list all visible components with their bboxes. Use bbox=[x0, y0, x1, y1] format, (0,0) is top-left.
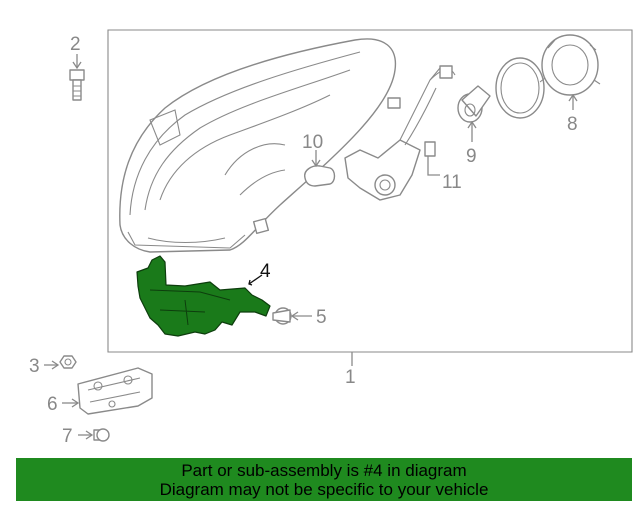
callout-8: 8 bbox=[567, 114, 578, 135]
bracket-part-4 bbox=[136, 255, 271, 337]
banner-line-2: Diagram may not be specific to your vehi… bbox=[159, 479, 489, 499]
banner-line-1: Part or sub-assembly is #4 in diagram bbox=[181, 460, 467, 480]
bolt-part-7 bbox=[78, 428, 110, 442]
cap-part-8 bbox=[539, 34, 601, 110]
callout-6: 6 bbox=[47, 394, 58, 415]
callout-4: 4 bbox=[260, 261, 271, 282]
callout-1: 1 bbox=[345, 367, 356, 388]
callout-7: 7 bbox=[62, 426, 73, 447]
info-banner: Part or sub-assembly is #4 in diagram Di… bbox=[16, 458, 632, 501]
screw-part-5 bbox=[272, 307, 312, 325]
callout-3: 3 bbox=[29, 356, 40, 377]
callout-2: 2 bbox=[70, 34, 81, 55]
bulb-part-10 bbox=[304, 150, 336, 187]
seal-ring bbox=[495, 57, 545, 119]
callout-11: 11 bbox=[442, 172, 462, 193]
harness-part-11 bbox=[344, 65, 456, 201]
assembly-frame bbox=[107, 29, 633, 353]
bulb-part-9 bbox=[457, 85, 491, 142]
callout-5: 5 bbox=[316, 307, 327, 328]
callout-9: 9 bbox=[466, 146, 477, 167]
bolt-part-2 bbox=[69, 54, 85, 101]
callout-10: 10 bbox=[302, 132, 323, 153]
nut-part-3 bbox=[44, 355, 77, 370]
parts-diagram: 1 2 3 4 5 6 7 8 9 10 11 bbox=[29, 29, 633, 447]
bracket-part-6 bbox=[62, 367, 153, 415]
headlamp-housing bbox=[119, 38, 397, 366]
